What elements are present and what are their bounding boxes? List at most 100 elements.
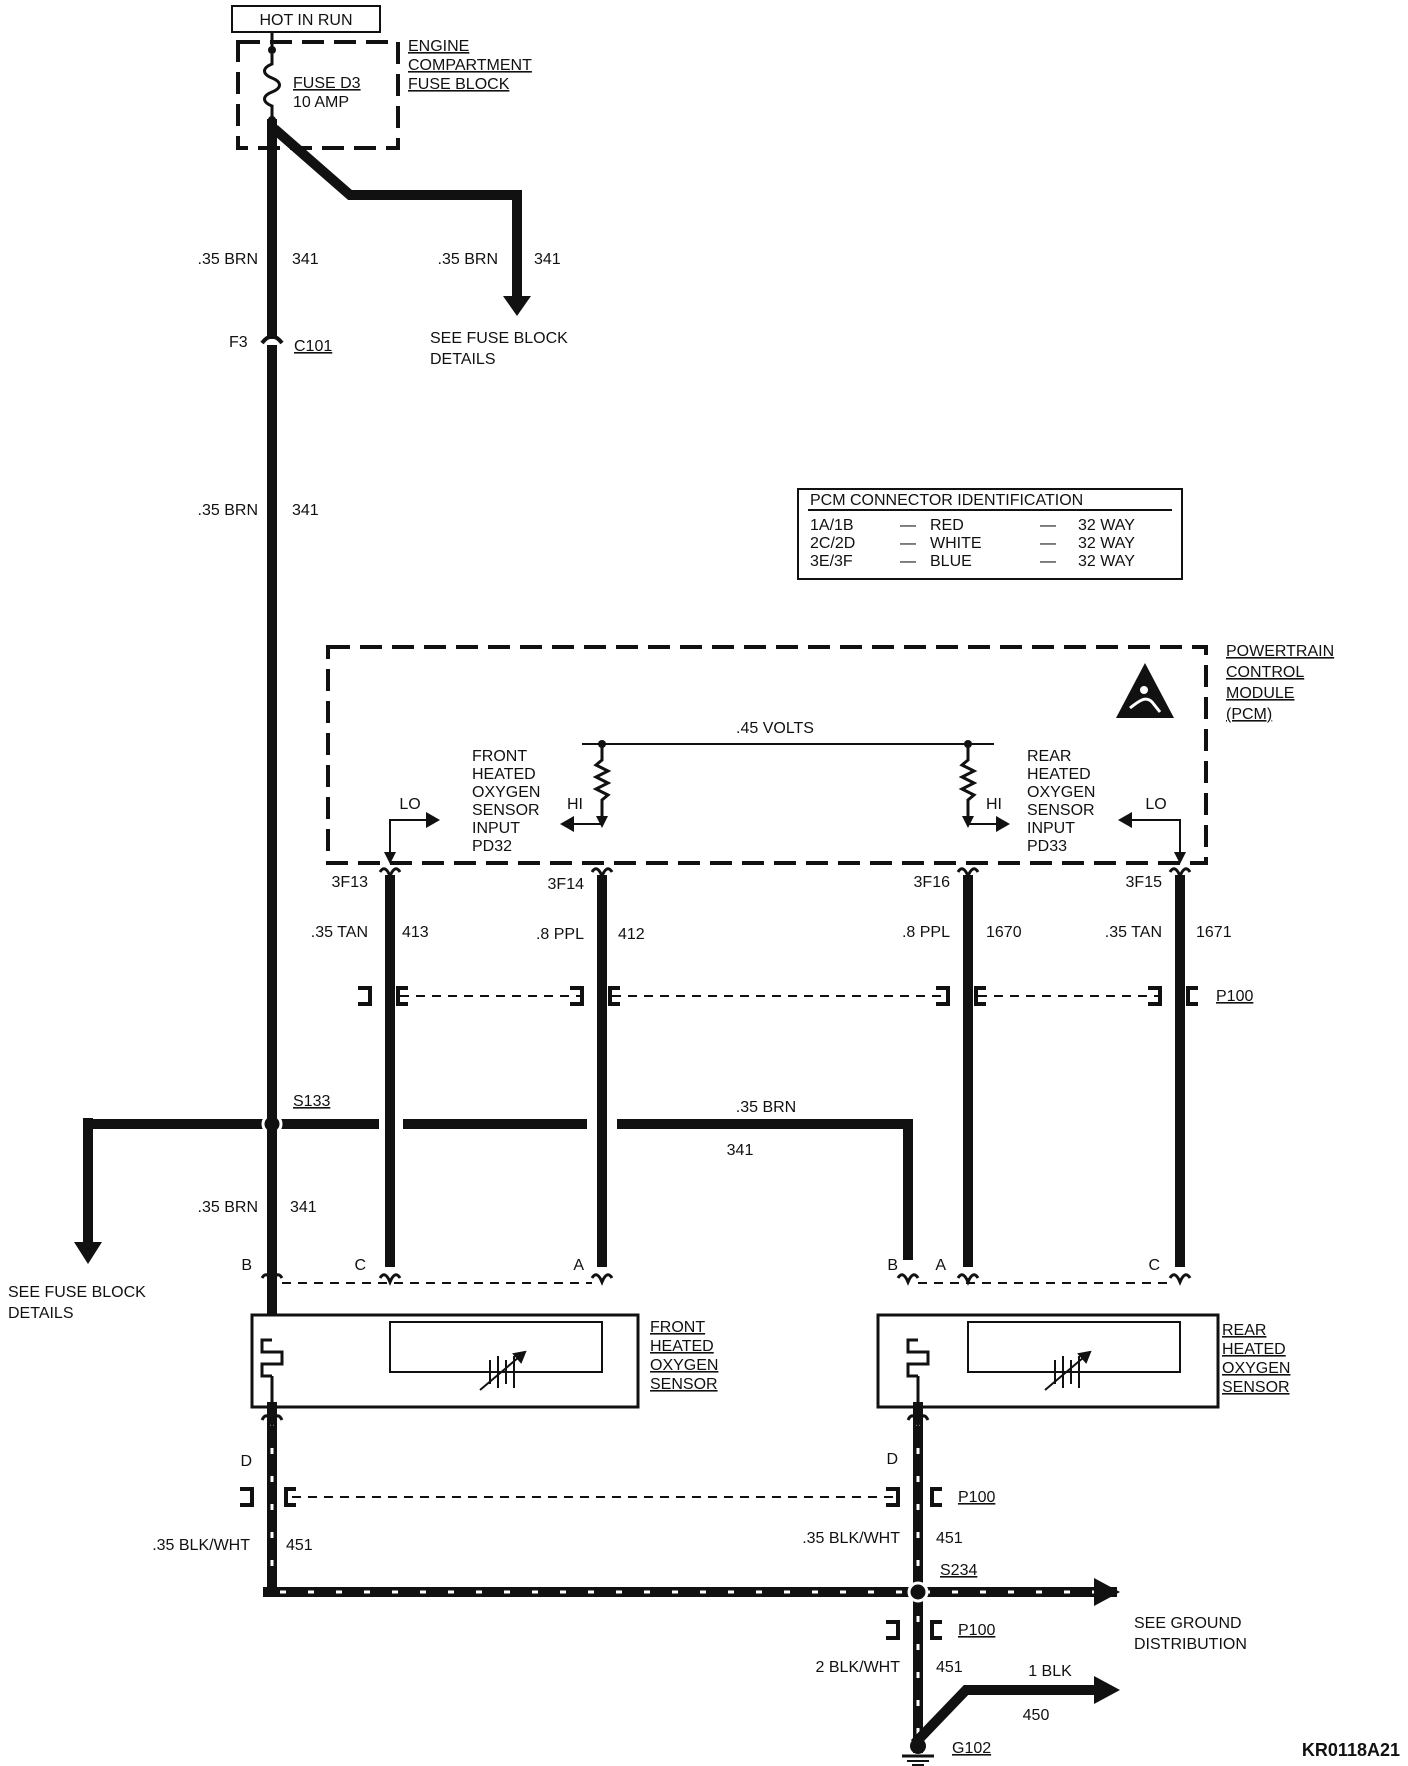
c101-connector [260, 334, 284, 345]
pcm-table-row: 2C/2D — WHITE — 32 WAY [810, 535, 1135, 552]
rear-sensor-element-icon [1040, 1350, 1095, 1391]
rear-hi-arrow-down [962, 816, 974, 828]
front-input-3: OXYGEN [472, 784, 540, 801]
front-pin-b: B [241, 1257, 252, 1274]
wire-label-ppl-rear: .8 PPL [902, 924, 950, 941]
hot-in-run-box [231, 5, 381, 33]
wire-label-451-main: 451 [936, 1659, 963, 1676]
rear-lo-line [1132, 819, 1181, 856]
p100-mid-connector [240, 1487, 942, 1507]
wire-label-341-lower: 341 [290, 1199, 317, 1216]
wire-label-brn-tl: .35 BRN [198, 251, 258, 268]
pcm-row-color: RED [930, 517, 964, 534]
rear-heater-element-icon [906, 1338, 930, 1378]
pin-3f15-label: 3F15 [1126, 874, 1163, 891]
pcm-row-id: 2C/2D [810, 535, 855, 552]
front-lo-label: LO [399, 796, 420, 813]
ground-icon [902, 1738, 934, 1766]
wire-label-450: 450 [1023, 1707, 1050, 1724]
s234-label: S234 [940, 1562, 977, 1579]
front-sensor-title-4: SENSOR [650, 1376, 718, 1393]
wire-label-brn-mid: .35 BRN [198, 502, 258, 519]
wire-label-blk: 1 BLK [1028, 1663, 1072, 1680]
front-heater-element-icon [260, 1338, 284, 1378]
wire-label-1671: 1671 [1196, 924, 1232, 941]
rear-lo-arrow [1118, 812, 1132, 828]
pcm-table-row: 1A/1B — RED — 32 WAY [810, 517, 1135, 534]
rear-input-1: REAR [1027, 748, 1071, 765]
wire-label-gnd-main: 2 BLK/WHT [816, 1659, 901, 1676]
s133-label: S133 [293, 1093, 330, 1110]
front-bias-resistor [592, 744, 612, 820]
front-input-6: PD32 [472, 838, 512, 855]
s234-splice [907, 1581, 929, 1603]
pin-3f14-label: 3F14 [548, 876, 585, 893]
pcm-title-1: POWERTRAIN [1226, 643, 1334, 660]
hot-in-run-label: HOT IN RUN [259, 12, 352, 29]
wire-label-451-front: 451 [286, 1537, 313, 1554]
front-lo-line [389, 819, 426, 856]
fuse-details-arrow-top [503, 296, 531, 316]
pcm-title-3: MODULE [1226, 685, 1294, 702]
see-fuse-block-left-2: DETAILS [8, 1305, 74, 1322]
fuse-d3-symbol [263, 54, 281, 118]
pcm-table-row: 3E/3F — BLUE — 32 WAY [810, 553, 1135, 570]
fuse-block-title-2: COMPARTMENT [408, 57, 532, 74]
g102-label: G102 [952, 1740, 991, 1757]
sensor-pin-connectors [260, 1273, 1192, 1286]
front-sensor-element-icon [475, 1350, 530, 1391]
front-oxygen-sensor-box [250, 1313, 640, 1409]
pcm-row-dash: — [900, 553, 916, 570]
pcm-row-dash: — [1040, 535, 1056, 552]
p100-lower-connector [886, 1620, 942, 1640]
pcm-row-dash: — [900, 517, 916, 534]
wire-label-1670: 1670 [986, 924, 1022, 941]
pcm-row-ways: 32 WAY [1078, 535, 1135, 552]
fuse-block-title-1: ENGINE [408, 38, 469, 55]
p100-upper-label: P100 [1216, 988, 1253, 1005]
pin-3f16-label: 3F16 [914, 874, 951, 891]
front-hi-label: HI [567, 796, 583, 813]
front-pin-d: D [240, 1453, 252, 1470]
pin-3f16-connector [956, 867, 980, 880]
pcm-row-dash: — [1040, 553, 1056, 570]
rear-pin-a: A [935, 1257, 946, 1274]
pcm-table-title: PCM CONNECTOR IDENTIFICATION [810, 492, 1083, 509]
pin-3f13-connector [378, 867, 402, 880]
rear-oxygen-sensor-box [876, 1313, 1220, 1409]
front-lo-arrow-down [384, 852, 396, 864]
rear-sensor-title-3: OXYGEN [1222, 1360, 1290, 1377]
see-fuse-block-left-1: SEE FUSE BLOCK [8, 1284, 146, 1301]
see-ground-2: DISTRIBUTION [1134, 1636, 1247, 1653]
wire-341-branch [270, 124, 522, 301]
rear-input-2: HEATED [1027, 766, 1091, 783]
rear-lo-label: LO [1145, 796, 1166, 813]
rear-pin-d-connector [906, 1414, 930, 1429]
pcm-outline [326, 645, 1208, 865]
rear-pin-c: C [1148, 1257, 1160, 1274]
pcm-row-id: 3E/3F [810, 553, 853, 570]
pin-3f14-connector [590, 867, 614, 880]
wire-label-341-horiz: 341 [727, 1142, 754, 1159]
fuse-block-outline [236, 40, 400, 150]
pcm-row-id: 1A/1B [810, 517, 854, 534]
pcm-row-dash: — [900, 535, 916, 552]
front-input-5: INPUT [472, 820, 520, 837]
front-hi-arrow [560, 816, 574, 832]
p100-lower-label: P100 [958, 1622, 995, 1639]
wire-label-brn-horiz: .35 BRN [736, 1099, 796, 1116]
wire-label-brn-lower: .35 BRN [198, 1199, 258, 1216]
rear-input-3: OXYGEN [1027, 784, 1095, 801]
pcm-title-2: CONTROL [1226, 664, 1304, 681]
reference-voltage-label: .45 VOLTS [736, 720, 814, 737]
front-lo-arrow [426, 812, 440, 828]
wire-label-gnd-front: .35 BLK/WHT [152, 1537, 250, 1554]
fuse-rating: 10 AMP [293, 94, 349, 111]
rear-bias-resistor [958, 744, 978, 820]
see-ground-1: SEE GROUND [1134, 1615, 1242, 1632]
p100-upper-connector [358, 986, 1198, 1006]
rear-input-6: PD33 [1027, 838, 1067, 855]
c101-label: C101 [294, 338, 332, 355]
wire-label-brn-tr: .35 BRN [438, 251, 498, 268]
wire-label-341-mid: 341 [292, 502, 319, 519]
